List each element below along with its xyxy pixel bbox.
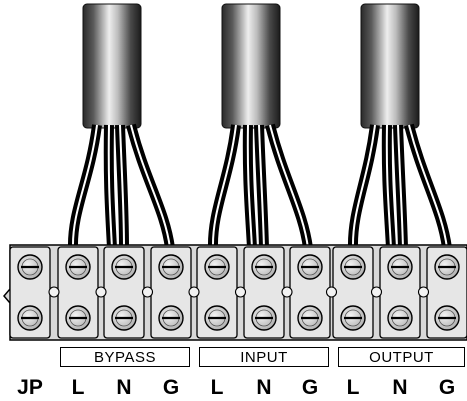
screw-icon	[340, 305, 366, 331]
group-label-input: INPUT	[199, 347, 329, 367]
terminal-bypass-g	[150, 246, 192, 339]
screw-icon	[434, 305, 460, 331]
group-label-bypass: BYPASS	[60, 347, 190, 367]
terminal-bypass-n	[103, 246, 145, 339]
jumper-hole	[141, 286, 154, 298]
screw-icon	[251, 305, 277, 331]
jumper-label: JP	[17, 376, 43, 399]
cable-input	[207, 3, 313, 249]
screw-icon	[65, 305, 91, 331]
screw-icon	[434, 254, 460, 280]
jumper-hole	[188, 286, 200, 298]
screw-icon	[204, 305, 230, 331]
terminal-jp	[9, 246, 51, 339]
terminal-label-output-n: N	[392, 376, 408, 399]
screw-icon	[111, 254, 137, 280]
terminal-output-n	[379, 246, 421, 339]
cable-bypass	[67, 3, 175, 249]
terminal-input-l	[196, 246, 238, 339]
terminal-bypass-l	[57, 246, 99, 339]
jumper-hole	[48, 286, 60, 298]
screw-icon	[387, 305, 413, 331]
screw-icon	[17, 305, 43, 331]
screw-icon	[17, 254, 43, 280]
cable-output	[347, 3, 452, 249]
terminal-output-g	[426, 246, 467, 339]
jumper-hole	[417, 286, 430, 298]
screw-icon	[387, 254, 413, 280]
group-label-output: OUTPUT	[338, 347, 465, 367]
screw-icon	[111, 305, 137, 331]
jumper-hole	[95, 286, 107, 298]
screw-icon	[340, 254, 366, 280]
screw-icon	[204, 254, 230, 280]
terminal-label-bypass-l: L	[71, 376, 85, 399]
screw-icon	[251, 254, 277, 280]
terminal-label-bypass-g: G	[162, 376, 180, 399]
screw-icon	[297, 305, 323, 331]
terminal-input-n	[243, 246, 285, 339]
jumper-hole	[325, 286, 338, 298]
screw-icon	[65, 254, 91, 280]
terminal-label-input-l: L	[210, 376, 224, 399]
terminal-output-l	[332, 246, 374, 339]
terminal-label-bypass-n: N	[116, 376, 132, 399]
terminal-label-output-g: G	[438, 376, 456, 399]
screw-icon	[158, 254, 184, 280]
terminal-segments	[9, 246, 467, 339]
terminal-input-g	[289, 246, 331, 339]
terminal-label-input-n: N	[256, 376, 272, 399]
terminal-label-output-l: L	[346, 376, 360, 399]
jumper-hole	[234, 286, 247, 298]
screw-icon	[297, 254, 323, 280]
jumper-hole	[281, 286, 293, 298]
screw-icon	[158, 305, 184, 331]
terminal-label-input-g: G	[301, 376, 319, 399]
jumper-hole	[370, 286, 383, 298]
